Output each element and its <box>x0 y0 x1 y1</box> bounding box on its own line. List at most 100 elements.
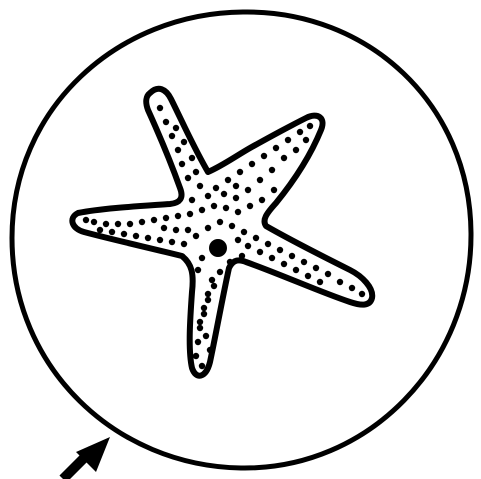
starfish-dot <box>281 155 287 161</box>
starfish-dot <box>269 167 275 173</box>
starfish-dot <box>193 233 199 239</box>
starfish-dot <box>91 219 97 225</box>
starfish-dot <box>189 197 195 203</box>
starfish-dot <box>337 279 343 285</box>
starfish-dot <box>307 123 313 129</box>
starfish-dot <box>301 259 307 265</box>
starfish-dot <box>249 161 255 167</box>
arrow-icon <box>63 437 110 479</box>
starfish-dot <box>83 217 89 223</box>
starfish-dot <box>205 193 211 199</box>
starfish-dot <box>235 237 241 243</box>
starfish-dot <box>157 237 163 243</box>
starfish-dot <box>293 147 299 153</box>
starfish-dot <box>209 277 215 283</box>
starfish-dot <box>169 239 175 245</box>
starfish-dot <box>189 155 195 161</box>
starfish-dot <box>245 187 251 193</box>
starfish-dot <box>205 291 211 297</box>
starfish-dot <box>203 333 209 339</box>
starfish-dot <box>175 213 181 219</box>
starfish-dot <box>277 247 283 253</box>
starfish-dot <box>197 183 203 189</box>
starfish-dot <box>205 297 211 303</box>
starfish-dot <box>273 145 279 151</box>
starfish-dot <box>133 233 139 239</box>
starfish-dot <box>297 129 303 135</box>
starfish-dot <box>325 271 331 277</box>
starfish-dot <box>253 235 259 241</box>
starfish-dot <box>303 137 309 143</box>
starfish-dot <box>185 227 191 233</box>
starfish-dot <box>245 243 251 249</box>
starfish-dot <box>281 261 287 267</box>
starfish-dot <box>197 319 203 325</box>
starfish-dot <box>179 161 185 167</box>
starfish-dot <box>293 267 299 273</box>
starfish-dot <box>127 221 133 227</box>
starfish-dot <box>207 347 213 353</box>
starfish-dot <box>115 221 121 227</box>
starfish-dot <box>199 363 205 369</box>
starfish-dot <box>199 255 205 261</box>
starfish-dot <box>197 325 203 331</box>
starfish-dot <box>173 227 179 233</box>
starfish-dot <box>201 311 207 317</box>
starfish-dot <box>163 119 169 125</box>
starfish-dot <box>285 137 291 143</box>
starfish-dot <box>269 255 275 261</box>
starfish-dot <box>221 191 227 197</box>
starfish-dot <box>259 197 265 203</box>
starfish-dot <box>145 235 151 241</box>
starfish-dot <box>265 241 271 247</box>
starfish-dot <box>233 183 239 189</box>
starfish-dot <box>195 339 201 345</box>
starfish-dot <box>139 219 145 225</box>
starfish-dot <box>247 203 253 209</box>
starfish-dot <box>187 211 193 217</box>
starfish-dot <box>217 269 223 275</box>
starfish-dot <box>161 225 167 231</box>
starfish-dot <box>195 267 201 273</box>
starfish-dot <box>289 253 295 259</box>
starfish-dot <box>217 219 223 225</box>
starfish-dot <box>193 353 199 359</box>
starfish-dot <box>193 169 199 175</box>
starfish-dot <box>185 175 191 181</box>
starfish-dot <box>157 105 163 111</box>
starfish-dot <box>241 229 247 235</box>
starfish-dot <box>103 221 109 227</box>
starfish-dot <box>271 187 277 193</box>
starfish-dot <box>205 225 211 231</box>
starfish-dot <box>261 153 267 159</box>
starfish-dot <box>349 285 355 291</box>
starfish-dot <box>229 223 235 229</box>
starfish-dot <box>239 253 245 259</box>
starfish-dot <box>199 207 205 213</box>
starfish-dot <box>169 133 175 139</box>
starfish-dot <box>181 139 187 145</box>
starfish-dot <box>151 217 157 223</box>
starfish-dot <box>181 241 187 247</box>
starfish-dot <box>109 229 115 235</box>
starfish-dot <box>305 273 311 279</box>
starfish-dot <box>233 195 239 201</box>
starfish-dot <box>211 283 217 289</box>
starfish-dot <box>201 305 207 311</box>
starfish-dot <box>223 205 229 211</box>
starfish-dot <box>121 231 127 237</box>
starfish-dot <box>257 249 263 255</box>
starfish-dot <box>213 185 219 191</box>
starfish-dot <box>163 215 169 221</box>
starfish-dot <box>359 291 365 297</box>
starfish-dot <box>175 147 181 153</box>
starfish-dot <box>313 265 319 271</box>
starfish-dot <box>211 203 217 209</box>
starfish-dot <box>235 209 241 215</box>
starfish-dot <box>97 227 103 233</box>
starfish-dot <box>227 259 233 265</box>
starfish-center <box>209 239 227 257</box>
starfish-dot <box>257 177 263 183</box>
starfish-dot <box>317 279 323 285</box>
